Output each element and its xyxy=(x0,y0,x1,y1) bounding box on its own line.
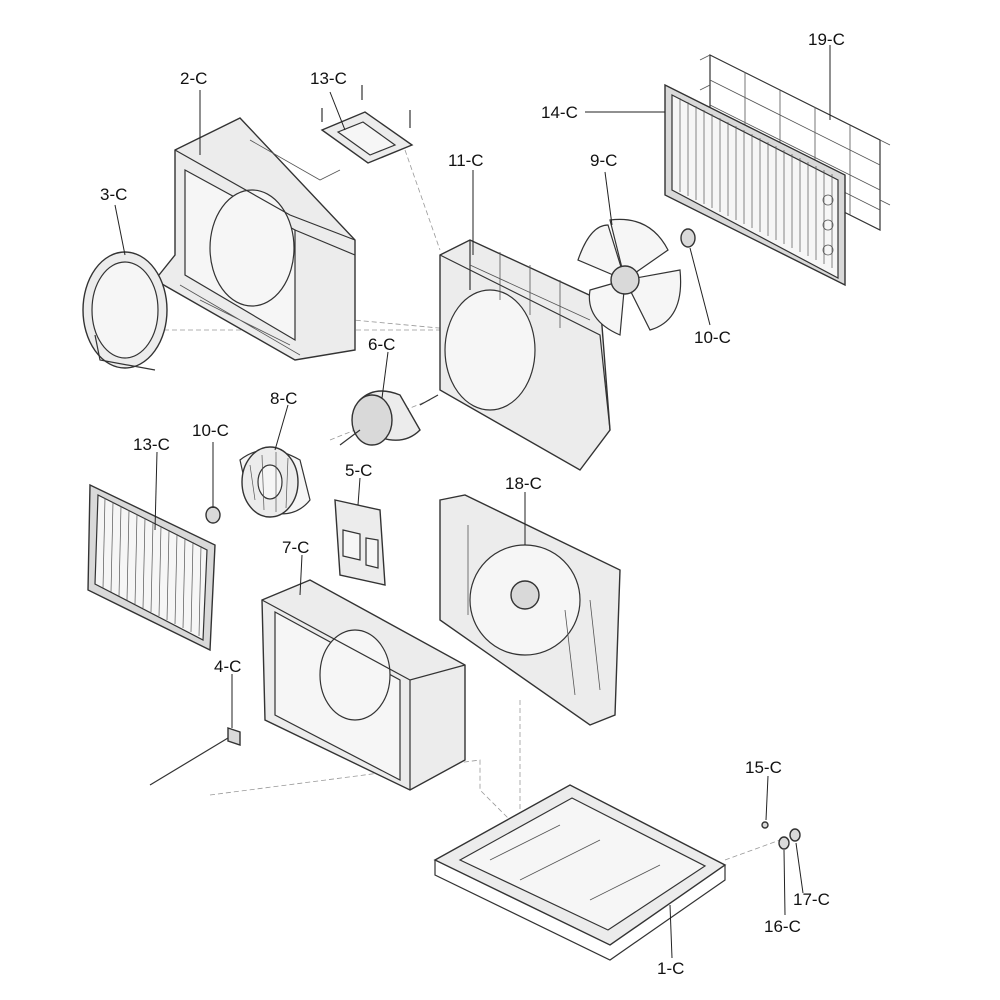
label-3-c: 3-C xyxy=(100,185,127,204)
part-2-c-shroud xyxy=(153,117,356,361)
label-15-c: 15-C xyxy=(745,758,782,777)
part-11-c-orifice xyxy=(439,239,611,471)
label-10-c-lower: 10-C xyxy=(192,421,229,440)
label-8-c: 8-C xyxy=(270,389,297,408)
part-13-c-evaporator xyxy=(87,483,216,652)
part-17-c-bolt xyxy=(789,828,801,842)
label-5-c: 5-C xyxy=(345,461,372,480)
label-12-c: 13-C xyxy=(310,69,347,88)
part-6-c-motor xyxy=(339,390,439,446)
part-15-c-screw xyxy=(761,821,769,829)
part-8-c-blower xyxy=(239,446,311,518)
label-18-c: 18-C xyxy=(505,474,542,493)
label-13-c: 13-C xyxy=(133,435,170,454)
label-19-c: 19-C xyxy=(808,30,845,49)
label-1-c: 1-C xyxy=(657,959,684,978)
label-16-c: 16-C xyxy=(764,917,801,936)
label-10-c-upper: 10-C xyxy=(694,328,731,347)
part-16-c-washer xyxy=(778,836,790,850)
label-14-c: 14-C xyxy=(541,103,578,122)
label-6-c: 6-C xyxy=(368,335,395,354)
part-9-c-fan xyxy=(577,218,682,336)
label-4-c: 4-C xyxy=(214,657,241,676)
leader-lines xyxy=(114,45,831,959)
part-12-c-bracket xyxy=(320,85,414,164)
part-labels: 19-C 14-C 2-C 13-C 11-C 9-C 3-C 10-C 6-C… xyxy=(100,30,845,978)
part-5-c-control-box xyxy=(334,499,386,586)
label-2-c: 2-C xyxy=(180,69,207,88)
part-10-c-nut-lower xyxy=(205,506,221,524)
part-14-c-condenser xyxy=(664,83,846,287)
part-18-c-partition xyxy=(439,494,621,726)
label-17-c: 17-C xyxy=(793,890,830,909)
part-1-c-base xyxy=(433,784,727,961)
part-4-c-sensor xyxy=(149,727,241,786)
label-9-c: 9-C xyxy=(590,151,617,170)
part-7-c-drain-pan xyxy=(261,579,466,791)
part-10-c-nut-upper xyxy=(680,228,696,248)
label-7-c: 7-C xyxy=(282,538,309,557)
part-3-c-ring xyxy=(82,251,168,371)
label-11-c: 11-C xyxy=(448,151,484,170)
